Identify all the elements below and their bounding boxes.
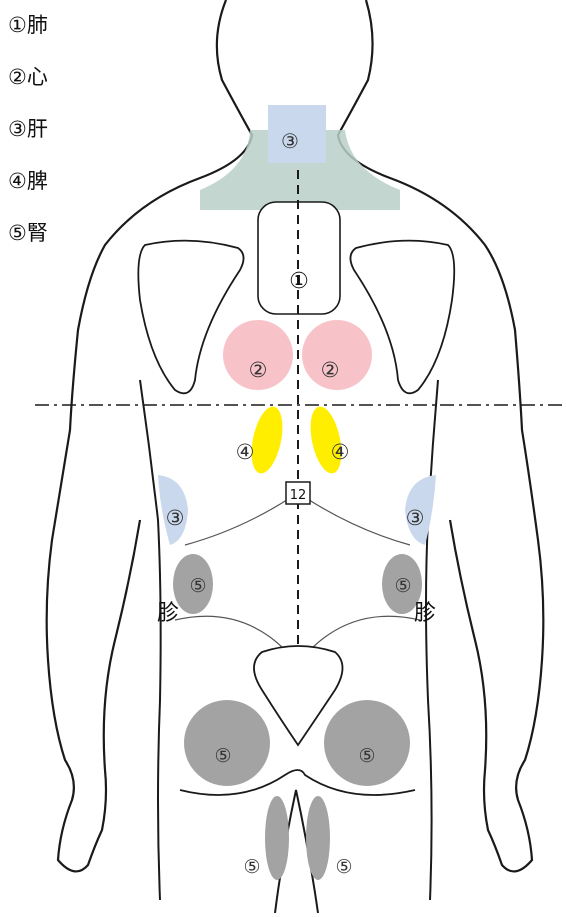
left-thigh-marker <box>265 796 289 880</box>
right-kidney-label: ⑤ <box>394 575 411 597</box>
right-rib-line <box>306 498 410 545</box>
legend-number: ① <box>8 13 27 37</box>
legend-number: ④ <box>8 169 27 193</box>
legend-number: ③ <box>8 117 27 141</box>
upper-back-label: ① <box>289 269 309 294</box>
torso-right-line <box>426 380 438 900</box>
legend-organ: 脾 <box>27 169 48 193</box>
right-hip-word: 胗 <box>414 601 436 626</box>
left-liver-label: ③ <box>166 506 185 530</box>
left-rib-line <box>185 498 290 545</box>
left-buttock-marker <box>184 700 270 786</box>
left-thigh-label: ⑤ <box>243 856 260 878</box>
right-spleen-label: ④ <box>331 440 350 464</box>
right-thigh-label: ⑤ <box>335 856 352 878</box>
right-thigh-marker <box>306 796 330 880</box>
organ-legend: ①肺 ②心 ③肝 ④脾 ⑤腎 <box>8 12 48 272</box>
right-buttock-label: ⑤ <box>358 745 375 767</box>
neck-label: ③ <box>281 129 299 153</box>
right-hip-arc <box>310 616 420 650</box>
legend-item: ⑤腎 <box>8 220 48 272</box>
right-liver-label: ③ <box>406 506 425 530</box>
left-spleen-label: ④ <box>236 440 255 464</box>
left-hip-word: 胗 <box>157 601 179 626</box>
legend-organ: 腎 <box>27 221 48 245</box>
left-buttock-label: ⑤ <box>214 745 231 767</box>
legend-item: ②心 <box>8 64 48 116</box>
legend-number: ② <box>8 65 27 89</box>
vertebra-label: 12 <box>290 488 307 503</box>
left-heart-label: ② <box>249 358 268 382</box>
legend-organ: 肝 <box>27 117 48 141</box>
right-heart-label: ② <box>321 358 340 382</box>
legend-item: ①肺 <box>8 12 48 64</box>
legend-item: ③肝 <box>8 116 48 168</box>
legend-organ: 心 <box>27 65 48 89</box>
torso-left-line <box>140 380 161 900</box>
legend-number: ⑤ <box>8 221 27 245</box>
left-hip-arc <box>175 616 285 650</box>
left-kidney-label: ⑤ <box>189 575 206 597</box>
legend-organ: 肺 <box>27 13 48 37</box>
right-buttock-marker <box>324 700 410 786</box>
legend-item: ④脾 <box>8 168 48 220</box>
